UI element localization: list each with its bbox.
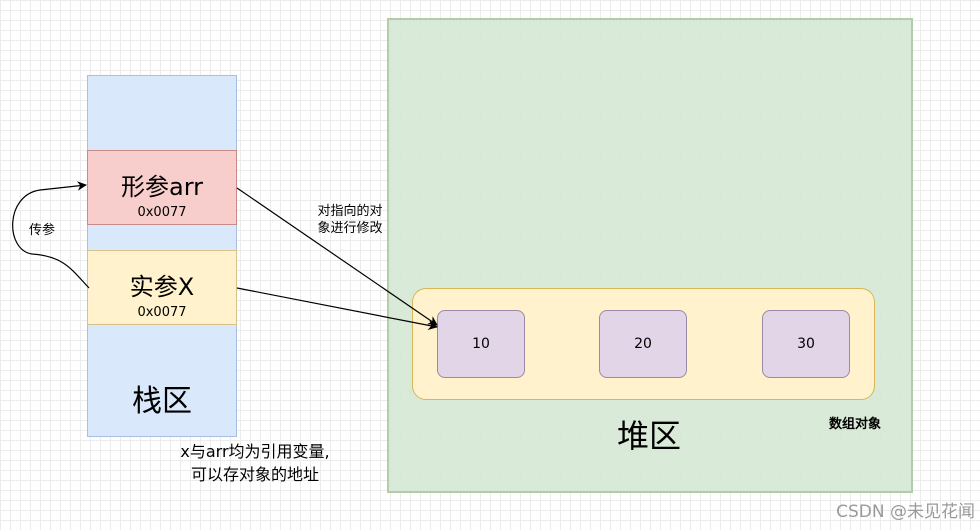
modify-label-line-1: 对指向的对 (317, 204, 383, 219)
pass-param-arrow (12, 181, 90, 289)
actual-x-box[interactable]: 实参X 0x0077 (87, 250, 237, 325)
param-arr-title: 形参arr (120, 173, 204, 201)
actual-x-title: 实参X (129, 273, 195, 301)
array-cell-0[interactable]: 10 (437, 310, 525, 378)
actual-to-cell-arrow (236, 287, 438, 331)
stack-label: 栈区 (132, 384, 192, 419)
param-arr-address: 0x0077 (137, 205, 187, 220)
modify-label-line-2: 象进行修改 (317, 221, 383, 236)
param-arr-box[interactable]: 形参arr 0x0077 (87, 150, 237, 225)
array-object-label: 数组对象 (828, 417, 881, 432)
heap-label: 堆区 (616, 417, 681, 455)
array-cell-1[interactable]: 20 (599, 310, 687, 378)
pass-param-label: 传参 (28, 223, 55, 238)
param-to-cell-arrow (236, 187, 438, 326)
array-cell-2[interactable]: 30 (762, 310, 850, 378)
note-line-2: 可以存对象的地址 (190, 465, 319, 484)
note-line-1: x与arr均为引用变量, (180, 442, 330, 461)
actual-x-address: 0x0077 (137, 305, 187, 320)
modify-object-label: 对指向的对 象进行修改 (300, 203, 400, 237)
watermark: CSDN @未见花闻 (836, 502, 975, 522)
reference-note: x与arr均为引用变量, 可以存对象的地址 (150, 440, 360, 486)
heap-area (387, 18, 913, 493)
